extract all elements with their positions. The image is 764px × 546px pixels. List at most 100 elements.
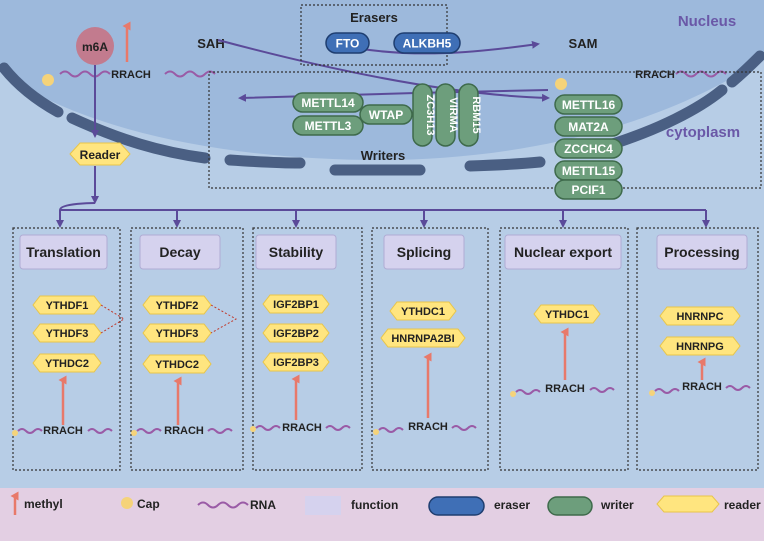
writer-stack: METTL16 MAT2A ZCCHC4 METTL15 PCIF1 (554, 94, 623, 200)
legend-function-label: function (351, 498, 398, 512)
function-stability (255, 234, 337, 270)
reader-ythdc2-decay (142, 354, 212, 374)
reader-ythdc2 (32, 353, 102, 373)
writer-wtap (359, 104, 413, 125)
rrach-label-right: RRACH (635, 69, 675, 81)
legend-eraser-label: eraser (494, 498, 530, 512)
reader-igf2bp1-label: IGF2BP1 (273, 299, 319, 311)
cap-decay (131, 430, 137, 436)
writer-mettl15-label: METTL15 (562, 164, 616, 178)
function-processing-label: Processing (664, 244, 739, 260)
legend-writer-label: writer (600, 498, 634, 512)
panel-stability: Stability IGF2BP1 IGF2BP2 IGF2BP3 RRACH (250, 227, 363, 471)
branch-arrows (56, 210, 710, 228)
eraser-alkbh5 (393, 32, 461, 54)
writer-virma (435, 83, 456, 147)
legend-reader-label: reader (724, 498, 761, 512)
reader-ythdc1-splicing (389, 301, 457, 321)
erasers-title: Erasers (350, 10, 398, 25)
reader-hnrnpg (659, 336, 741, 356)
writer-mettl16 (554, 94, 623, 115)
cap-nuclear-export (510, 391, 516, 397)
writer-mettl16-label: METTL16 (562, 98, 616, 112)
reader-ythdc1-export-label: YTHDC1 (545, 309, 589, 321)
reader-ythdf1-label: YTHDF1 (46, 300, 89, 312)
panel-decay-border (130, 227, 244, 471)
rrach-processing: RRACH (682, 381, 722, 393)
function-nuclear-export-label: Nuclear export (514, 244, 612, 260)
reader-igf2bp3-label: IGF2BP3 (273, 357, 319, 369)
legend-eraser-icon (428, 496, 485, 516)
reader-ythdc1-splicing-label: YTHDC1 (401, 306, 445, 318)
writers-title: Writers (361, 148, 406, 163)
panel-splicing: Splicing YTHDC1 HNRNPA2BI RRACH (371, 227, 489, 471)
sah-label: SAH (197, 36, 224, 51)
cytoplasm-label: cytoplasm (666, 124, 740, 141)
rrach-nuclear-export: RRACH (545, 383, 585, 395)
legend-methyl-label: methyl (24, 497, 63, 511)
panel-decay: Decay YTHDF2 YTHDF3 YTHDC2 RRACH (130, 227, 244, 471)
function-translation (19, 234, 108, 270)
cap-icon-left (42, 74, 54, 86)
writers-box (208, 71, 762, 189)
function-decay-label: Decay (159, 244, 200, 260)
cap-icon-right (555, 78, 567, 90)
panel-processing-border (636, 227, 759, 471)
reader-ythdc2-decay-label: YTHDC2 (155, 359, 199, 371)
cap-translation (12, 430, 18, 436)
reader-hnrnpc (659, 306, 741, 326)
rrach-stability: RRACH (282, 422, 322, 434)
panel-translation: Translation YTHDF1 YTHDF3 YTHDC2 RRACH (12, 227, 125, 471)
writer-rbm15 (458, 83, 479, 147)
reader-label: Reader (80, 148, 121, 162)
function-processing (656, 234, 748, 270)
reader-ythdf3-decay-label: YTHDF3 (156, 328, 199, 340)
legend-rna-label: RNA (250, 498, 276, 512)
link-decay (210, 304, 238, 334)
panel-translation-border (12, 227, 121, 471)
writer-zcchc4-label: ZCCHC4 (564, 142, 613, 156)
panel-stability-border (252, 227, 363, 471)
rrach-splicing: RRACH (408, 421, 448, 433)
function-stability-label: Stability (269, 244, 324, 260)
reader-ythdc1-export (533, 304, 601, 324)
writer-mettl3 (292, 115, 364, 136)
writer-pcif1-label: PCIF1 (571, 183, 605, 197)
writer-zc3h13 (412, 83, 433, 147)
cap-processing (649, 390, 655, 396)
function-nuclear-export (504, 234, 622, 270)
arrow-to-sah (238, 89, 549, 102)
reader-hnrnpg-label: HNRNPG (676, 341, 724, 353)
cap-stability (250, 426, 256, 432)
writer-pcif1 (554, 179, 623, 200)
legend-cap-icon (121, 497, 133, 509)
legend-writer-icon (547, 496, 593, 516)
nucleus-label: Nucleus (678, 13, 736, 30)
function-splicing-label: Splicing (397, 244, 451, 260)
arrow-to-writers (217, 39, 550, 102)
reader-ythdc2-label: YTHDC2 (45, 358, 89, 370)
reader-hnrnpa2bi (380, 328, 466, 348)
rrach-translation: RRACH (43, 425, 83, 437)
m6a-label: m6A (82, 40, 108, 54)
reader-igf2bp1 (262, 294, 330, 314)
writer-rbm15-label: RBM15 (470, 96, 482, 133)
m6a-circle (76, 27, 114, 65)
legend-cap-label: Cap (137, 497, 160, 511)
link-translation-decay (100, 304, 125, 334)
reader-ythdf3-label: YTHDF3 (46, 328, 89, 340)
sam-label: SAM (569, 36, 598, 51)
legend: methyl Cap RNA function eraser writer re… (10, 491, 761, 516)
reader-hexagon (69, 142, 131, 166)
rrach-label-left: RRACH (111, 69, 151, 81)
distribution-join (59, 202, 96, 211)
eraser-alkbh5-label: ALKBH5 (403, 37, 452, 51)
panel-splicing-border (371, 227, 489, 471)
legend-bar (0, 488, 764, 541)
panel-nuclear-export: Nuclear export YTHDC1 RRACH (499, 227, 629, 471)
writer-zc3h13-label: ZC3H13 (424, 95, 436, 136)
cap-splicing (373, 429, 379, 435)
writer-mettl14-label: METTL14 (301, 96, 355, 110)
legend-function-icon (305, 496, 341, 515)
